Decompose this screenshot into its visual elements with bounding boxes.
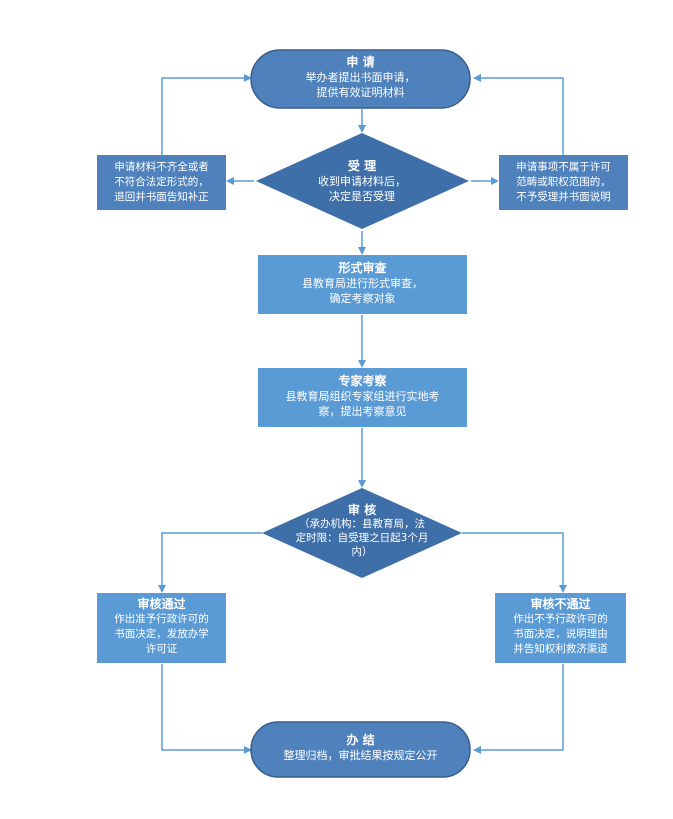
arrow-fail-to-finish (473, 664, 564, 754)
formal-review-box (258, 255, 467, 314)
accept-diamond (256, 133, 469, 229)
right-note-box (499, 155, 628, 210)
review-diamond (262, 488, 462, 578)
arrow-left-note-to-apply (161, 74, 252, 155)
arrow-pass-to-finish (161, 664, 252, 754)
arrow-review-to-pass (158, 532, 262, 593)
finish-terminal (250, 721, 471, 778)
apply-terminal (250, 49, 471, 109)
left-note-box (97, 155, 226, 210)
arrow-review-to-fail (462, 532, 567, 593)
pass-box (97, 593, 226, 663)
arrow-right-note-to-apply (473, 74, 564, 155)
expert-inspection-box (258, 368, 467, 427)
connectors (158, 74, 567, 754)
fail-box (495, 593, 626, 663)
